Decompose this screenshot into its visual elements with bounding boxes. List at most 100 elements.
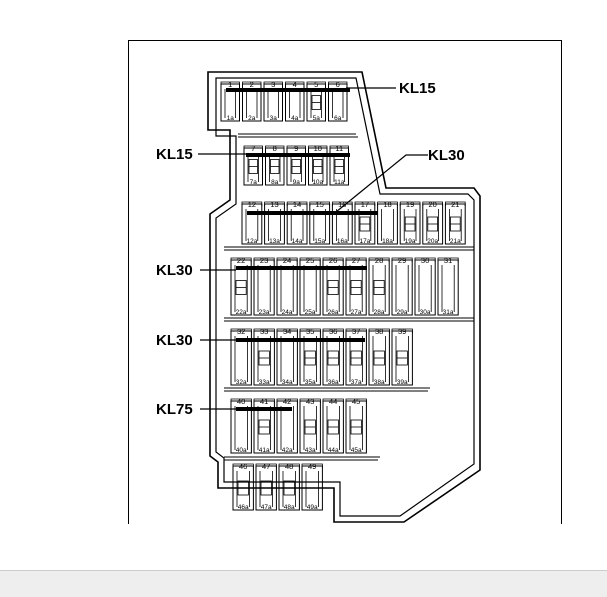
fuse-slot-18: 18 18a <box>377 200 398 245</box>
fuse-slot-41: 41 41a <box>253 397 275 454</box>
fuse-sub-number: 4a <box>291 115 299 122</box>
fuse-number: 2 <box>250 80 254 89</box>
fuse-slot-5: 55a <box>306 80 326 122</box>
fuse-box-outline-inner <box>215 77 475 517</box>
fuse-sub-number: 26a <box>328 309 339 316</box>
fuse-number: 44 <box>329 397 337 406</box>
fuse-slots: 11a22a33a44a55a66a77a88a99a1010a1111a121… <box>220 80 466 511</box>
fuse-sub-number: 35a <box>305 379 316 386</box>
fuse-sub-number: 15a <box>314 238 325 245</box>
fuse-number: 7 <box>251 144 255 153</box>
fuse-number: 35 <box>306 327 314 336</box>
fuse-sub-number: 21a <box>450 238 461 245</box>
fuse-number: 38 <box>375 327 383 336</box>
fuse-number: 28 <box>375 256 383 265</box>
fuse-number: 31 <box>444 256 452 265</box>
kl30-right-leader-line <box>335 154 428 213</box>
fuse-number: 6 <box>336 80 340 89</box>
kl30-low-label: KL30 <box>156 332 193 349</box>
fuse-number: 3 <box>271 80 275 89</box>
fuse-number: 9 <box>294 144 298 153</box>
fuse-sub-number: 31a <box>443 309 454 316</box>
fuse-sub-number: 16a <box>337 238 348 245</box>
fuse-sub-number: 39a <box>397 379 408 386</box>
fuse-number: 13 <box>270 200 278 209</box>
fuse-slot-7: 7 7a <box>243 144 263 186</box>
fuse-number: 24 <box>283 256 291 265</box>
fuse-sub-number: 11a <box>334 179 345 186</box>
fuse-number: 37 <box>352 327 360 336</box>
fuse-sub-number: 49a <box>307 504 318 511</box>
fuse-sub-number: 41a <box>259 447 270 454</box>
fuse-slot-2: 22a <box>242 80 262 122</box>
busbars <box>226 88 378 411</box>
fuse-number: 41 <box>260 397 268 406</box>
fuse-number: 16 <box>338 200 346 209</box>
fuse-sub-number: 7a <box>250 179 258 186</box>
fuse-number: 36 <box>329 327 337 336</box>
figure-frame <box>128 40 562 524</box>
fuse-slot-6: 66a <box>328 80 348 122</box>
fuse-slot-4: 44a <box>285 80 305 122</box>
fuse-sub-number: 36a <box>328 379 339 386</box>
fuse-sub-number: 3a <box>270 115 278 122</box>
fuse-sub-number: 38a <box>374 379 385 386</box>
fuse-sub-number: 1a <box>227 115 235 122</box>
fuse-number: 14 <box>293 200 301 209</box>
fuse-number: 22 <box>237 256 245 265</box>
fuse-number: 32 <box>237 327 245 336</box>
fuse-number: 11 <box>335 144 343 153</box>
fuse-number: 25 <box>306 256 314 265</box>
fuse-sub-number: 42a <box>282 447 293 454</box>
fuse-number: 47 <box>262 462 270 471</box>
fuse-sub-number: 25a <box>305 309 316 316</box>
fuse-slot-3: 3 3a <box>263 80 283 122</box>
fuse-sub-number: 34a <box>282 379 293 386</box>
fuse-slot-1: 1 1a <box>220 80 240 122</box>
fuse-slot-36: 36 36a <box>322 327 344 386</box>
fuse-sub-number: 28a <box>374 309 385 316</box>
fuse-slot-35: 35 35a <box>299 327 321 386</box>
fuse-sub-number: 24a <box>282 309 293 316</box>
fuse-number: 40 <box>237 397 245 406</box>
fuse-number: 29 <box>398 256 406 265</box>
fuse-number: 30 <box>421 256 429 265</box>
fuse-sub-number: 18a <box>382 238 393 245</box>
fuse-number: 45 <box>352 397 360 406</box>
kl15-top-label: KL15 <box>399 80 436 97</box>
fuse-number: 12 <box>248 200 256 209</box>
fuse-number: 1 <box>228 80 232 89</box>
fuse-number: 18 <box>383 200 391 209</box>
kl30-right-label: KL30 <box>428 147 465 164</box>
fuse-slot-24: 24 24a <box>276 256 298 316</box>
fuse-slot-28: 28 28a <box>368 256 390 316</box>
fuse-number: 43 <box>306 397 314 406</box>
fuse-sub-number: 32a <box>236 379 247 386</box>
fuse-number: 17 <box>361 200 369 209</box>
row-separators <box>224 133 474 461</box>
kl75-label: KL75 <box>156 401 193 418</box>
fuse-sub-number: 37a <box>351 379 362 386</box>
fuse-slot-31: 31 31a <box>437 256 459 316</box>
kl15-left-label: KL15 <box>156 146 193 163</box>
fuse-sub-number: 10a <box>312 179 323 186</box>
fuse-sub-number: 20a <box>427 238 438 245</box>
